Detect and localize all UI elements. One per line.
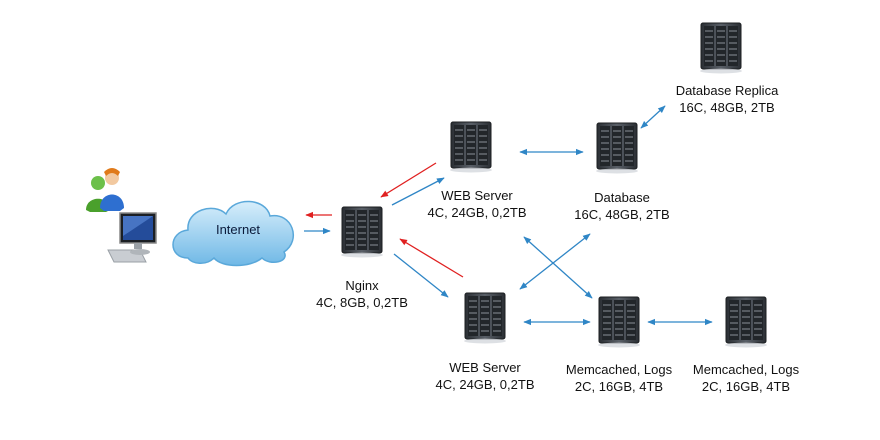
web-server-2-specs: 4C, 24GB, 0,2TB [435, 377, 535, 392]
cloud-icon [172, 200, 295, 267]
database-specs: 16C, 48GB, 2TB [574, 207, 670, 222]
web-server-2-label: WEB Server 4C, 24GB, 0,2TB [436, 359, 535, 393]
database-replica-server-icon [699, 22, 743, 74]
nginx-server-icon [340, 206, 384, 258]
memcached-server-2-icon [724, 296, 768, 348]
database-replica-specs: 16C, 48GB, 2TB [679, 100, 775, 115]
web-server-2-icon [463, 292, 507, 344]
internet-label: Internet [215, 222, 261, 237]
memcached-server-1-icon [597, 296, 641, 348]
memcached-2-specs: 2C, 16GB, 4TB [701, 379, 791, 394]
memcached-1-label: Memcached, Logs 2C, 16GB, 4TB [566, 361, 672, 395]
web-server-1-specs: 4C, 24GB, 0,2TB [427, 205, 527, 220]
database-replica-name: Database Replica [675, 83, 779, 98]
memcached-1-specs: 2C, 16GB, 4TB [574, 379, 664, 394]
nginx-name: Nginx [345, 278, 379, 293]
nginx-specs: 4C, 8GB, 0,2TB [316, 295, 408, 310]
web1-memcached-link [523, 236, 593, 299]
nginx-to-web2-arrow [393, 253, 449, 298]
user-computer-icon [86, 168, 157, 263]
database-name: Database [594, 190, 650, 205]
web1-to-nginx-arrow [380, 162, 437, 198]
database-server-icon [595, 122, 639, 174]
memcached-1-name: Memcached, Logs [565, 362, 673, 377]
web-server-1-label: WEB Server 4C, 24GB, 0,2TB [428, 187, 527, 221]
memcached-2-name: Memcached, Logs [692, 362, 800, 377]
database-replica-link [640, 105, 666, 129]
nginx-label: Nginx 4C, 8GB, 0,2TB [316, 277, 408, 311]
web2-database-link [519, 233, 591, 290]
database-label: Database 16C, 48GB, 2TB [574, 189, 669, 223]
database-replica-label: Database Replica 16C, 48GB, 2TB [676, 82, 779, 116]
web2-to-nginx-arrow [399, 238, 464, 278]
web-server-1-name: WEB Server [441, 188, 513, 203]
memcached-2-label: Memcached, Logs 2C, 16GB, 4TB [693, 361, 799, 395]
web-server-2-name: WEB Server [449, 360, 521, 375]
nginx-to-web1-arrow [391, 177, 445, 206]
web-server-1-icon [449, 121, 493, 173]
